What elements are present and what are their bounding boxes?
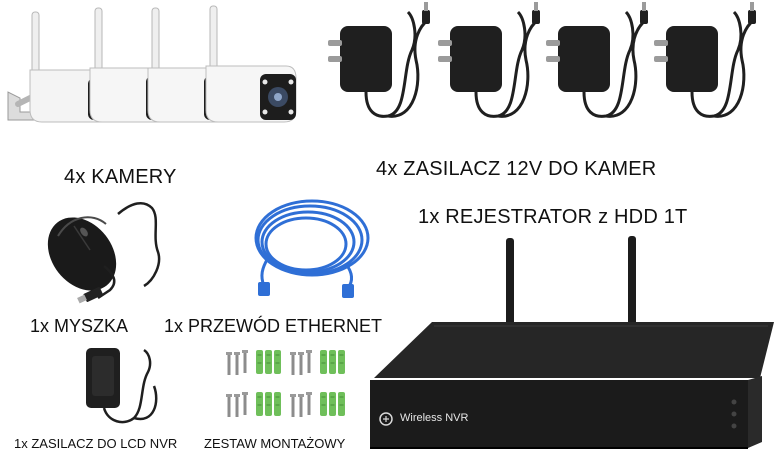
ethernet-cable-icon	[244, 196, 374, 300]
screws-anchors-icon	[222, 346, 354, 426]
bullet-camera-icon	[7, 5, 297, 123]
cameras-label: 4x KAMERY	[64, 166, 177, 188]
recorder-label: 1x REJESTRATOR z HDD 1T	[418, 206, 688, 228]
power-adapter-icon	[328, 0, 758, 118]
nvr-power-label: 1x ZASILACZ DO LCD NVR	[14, 436, 178, 451]
nvr-recorder: Wireless NVR	[364, 236, 776, 458]
camera-group	[0, 0, 320, 150]
nvr-recorder-icon	[370, 236, 774, 449]
power-supply-group	[318, 0, 778, 130]
mounting-kit-label: ZESTAW MONTAŻOWY	[204, 436, 346, 451]
nvr-power-adapter-icon	[74, 342, 174, 430]
mouse-icon	[40, 196, 170, 306]
nvr-brand-text: Wireless NVR	[400, 412, 469, 424]
mouse-label: 1x MYSZKA	[30, 316, 129, 336]
ethernet-label: 1x PRZEWÓD ETHERNET	[164, 316, 383, 336]
power-supplies-label: 4x ZASILACZ 12V DO KAMER	[376, 158, 657, 180]
